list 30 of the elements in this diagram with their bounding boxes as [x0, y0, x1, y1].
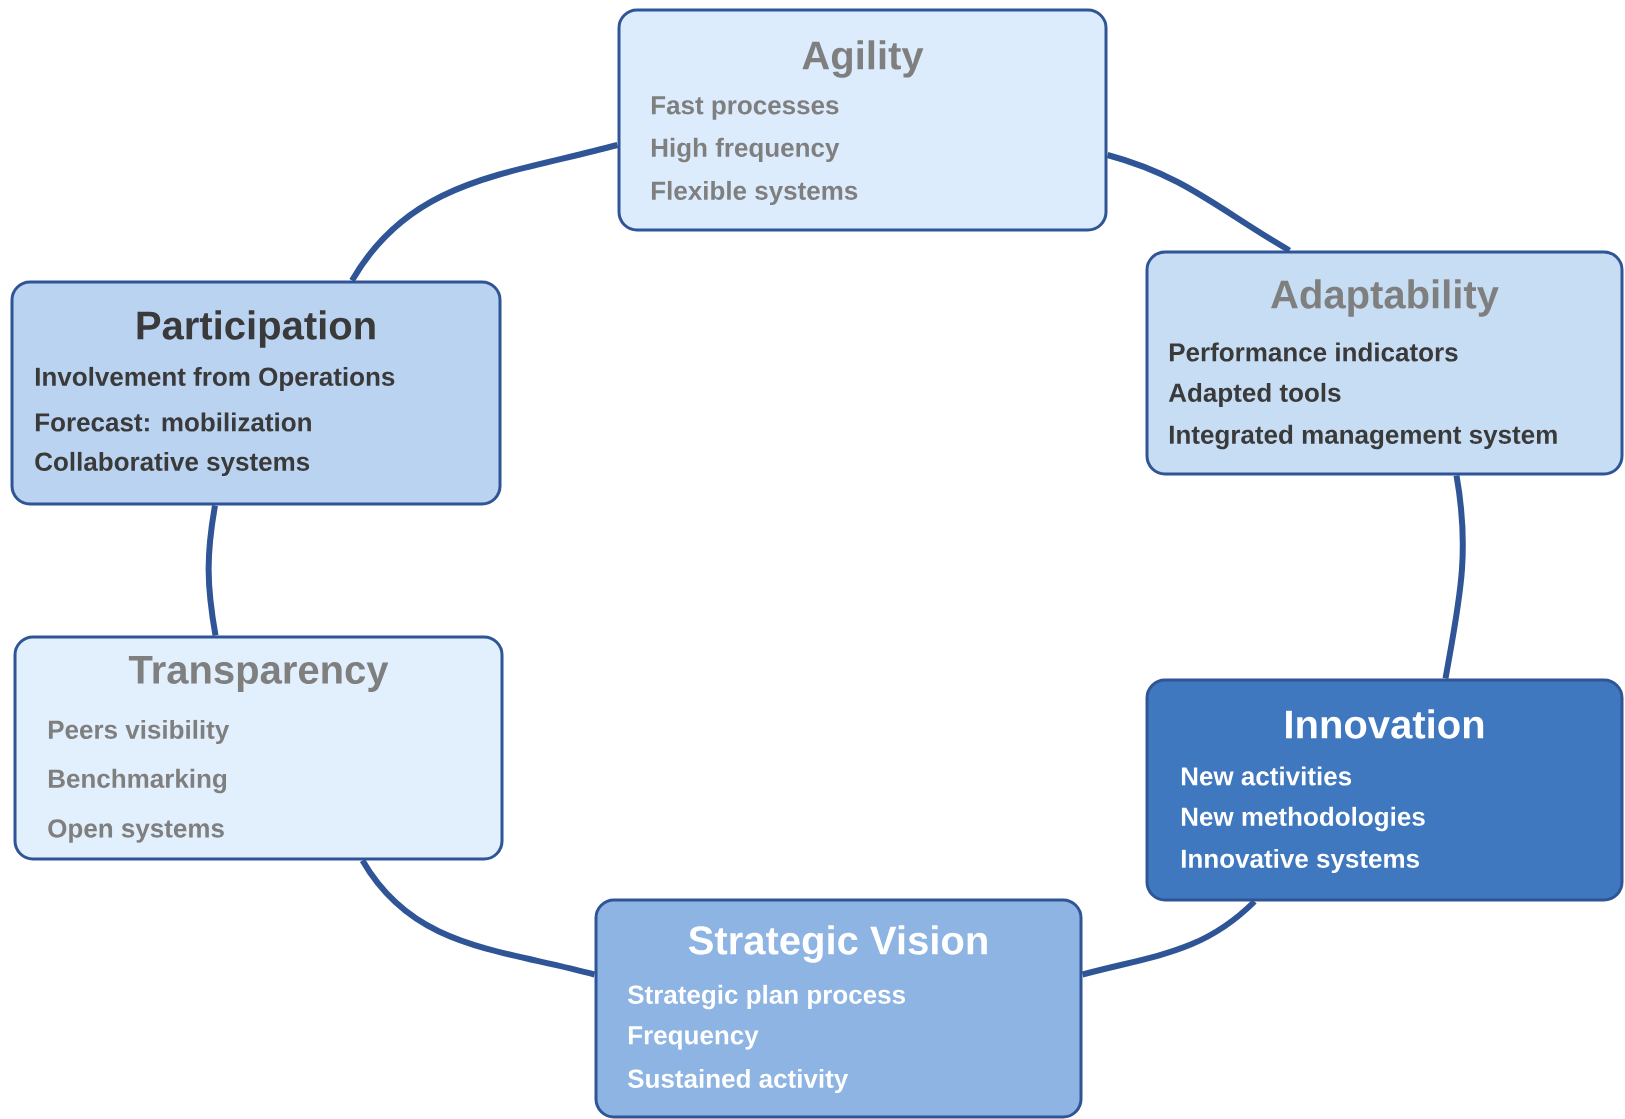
list-item: Forecast: mobilization	[35, 412, 311, 432]
box-title: Participation	[137, 310, 375, 348]
connector-arc	[349, 142, 619, 283]
list-item: New activities	[1181, 766, 1352, 786]
list-item: Frequency	[628, 1026, 759, 1050]
list-item: Performance indicators	[1169, 342, 1458, 362]
list-item: Sustained activity	[627, 1068, 849, 1094]
list-item: Involvement from Operations	[35, 366, 395, 392]
box-title: Agility	[802, 40, 924, 78]
list-item: Adapted tools	[1168, 382, 1341, 408]
list-item: Collaborative systems	[35, 451, 310, 477]
list-item: Flexible systems	[651, 180, 858, 206]
box-title: Transparency	[128, 656, 389, 692]
list-item: Strategic plan process	[627, 984, 905, 1010]
box-title: Strategic Vision	[688, 925, 987, 963]
connector-arc	[1106, 152, 1292, 254]
box-title: Adaptability	[1271, 279, 1499, 317]
list-item: Open systems	[48, 819, 224, 843]
connector-arc	[1442, 475, 1466, 680]
connector-arc	[205, 505, 219, 636]
connector-arc	[360, 858, 596, 978]
connector-arc	[1081, 899, 1257, 978]
list-item: Peers visibility	[48, 719, 230, 745]
list-item: Benchmarking	[48, 768, 227, 794]
list-item: Fast processes	[651, 96, 839, 120]
list-item: High frequency	[651, 137, 840, 163]
list-item: Innovative systems	[1181, 848, 1419, 874]
box-title: Innovation	[1286, 709, 1484, 739]
list-item: New methodologies	[1181, 806, 1425, 832]
list-item: Integrated management system	[1169, 424, 1557, 450]
